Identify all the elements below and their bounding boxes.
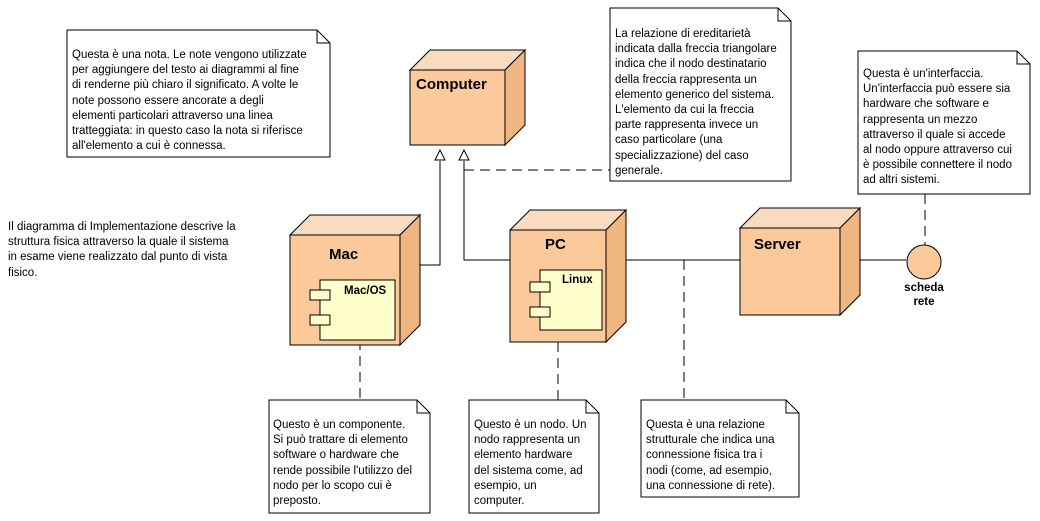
component-macos-shape bbox=[309, 279, 396, 341]
node-server-shape bbox=[738, 206, 862, 317]
interface-label: scheda rete bbox=[904, 282, 944, 308]
component-macos-label: Mac/OS bbox=[344, 285, 387, 297]
note-relazione-shape bbox=[640, 399, 800, 498]
note-interfaccia-text: Questa è un'interfaccia. Un'interfaccia … bbox=[863, 68, 1012, 187]
inheritance-arrowhead-mac bbox=[434, 148, 446, 161]
note-componente-shape bbox=[268, 399, 431, 514]
node-mac-label: Mac bbox=[329, 246, 359, 263]
inheritance-line-mac bbox=[420, 161, 441, 266]
note-nodo-shape bbox=[468, 399, 600, 514]
note-nodo-text: Questo è un nodo. Un nodo rappresenta un… bbox=[474, 419, 587, 508]
inheritance-arrowhead-pc bbox=[458, 148, 470, 161]
component-linux-label: Linux bbox=[562, 274, 593, 286]
inheritance-line-pc bbox=[463, 161, 510, 261]
node-computer-label: Computer bbox=[416, 76, 487, 93]
node-server-label: Server bbox=[754, 236, 801, 253]
note-interfaccia-shape bbox=[857, 50, 1031, 195]
note-anchors bbox=[359, 169, 926, 400]
node-computer-shape bbox=[408, 48, 527, 147]
note-shapes bbox=[66, 7, 1031, 514]
interface-circle bbox=[906, 244, 942, 280]
component-linux-shape bbox=[529, 269, 603, 331]
intro-text: Il diagramma di Implementazione descrive… bbox=[8, 221, 236, 279]
note-componente-text: Questo è un componente. Si può trattare … bbox=[273, 419, 412, 508]
note-relazione-text: Questa è una relazione strutturale che i… bbox=[646, 419, 776, 492]
note-nota-text: Questa è una nota. Le note vengono utili… bbox=[72, 49, 307, 153]
node-pc-label: PC bbox=[545, 236, 566, 253]
note-ereditarieta-text: La relazione di ereditarietà indicata da… bbox=[615, 28, 777, 177]
note-ereditarieta-shape bbox=[609, 7, 792, 182]
note-nota-shape bbox=[66, 29, 331, 158]
